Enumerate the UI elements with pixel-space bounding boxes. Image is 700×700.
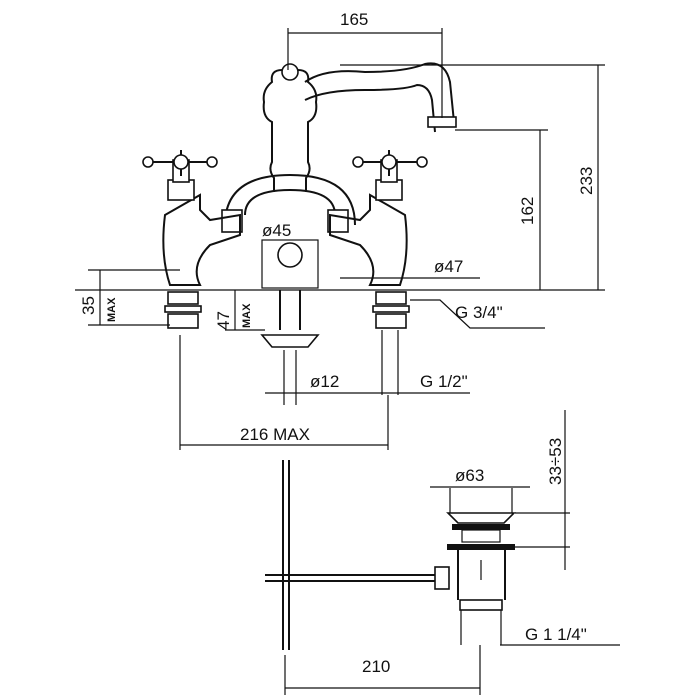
dim-drain-thread: G 1 1/4" — [525, 625, 587, 644]
dim-tail-max: MAX — [106, 297, 118, 322]
dim-connection-thread: G 1/2" — [420, 372, 468, 391]
dim-base-diameter: ø47 — [434, 257, 463, 276]
dim-spout-height: 162 — [518, 197, 537, 225]
dim-centres: 216 MAX — [240, 425, 310, 444]
drain-drawing — [265, 410, 620, 695]
dim-rod-length: 47 — [214, 311, 233, 330]
dimension-lines — [88, 28, 605, 450]
dim-drain-diameter: ø63 — [455, 466, 484, 485]
dim-drain-rod-length: 210 — [362, 657, 390, 676]
dim-spout-reach: 165 — [340, 10, 368, 29]
dim-rod-max: MAX — [241, 303, 253, 328]
dim-total-height: 233 — [577, 167, 596, 195]
dim-drain-range: 33÷53 — [546, 438, 565, 485]
dim-bridge-diameter: ø45 — [262, 221, 291, 240]
faucet-drawing — [75, 62, 605, 405]
dim-rod-diameter: ø12 — [310, 372, 339, 391]
dim-tail-length: 35 — [79, 296, 98, 315]
dim-tail-thread: G 3/4" — [455, 303, 503, 322]
